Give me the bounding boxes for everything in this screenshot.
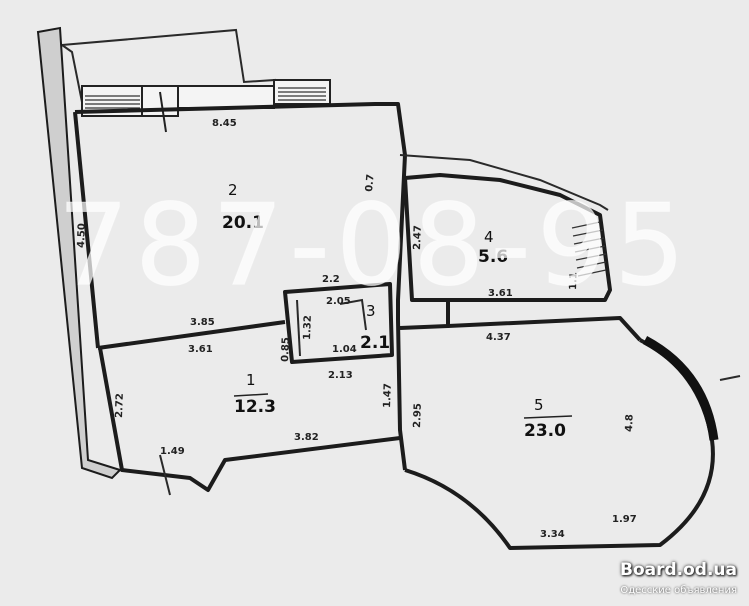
dim-room4-bottom: 3.61 <box>488 288 513 299</box>
dim-room5-left: 2.95 <box>412 403 424 428</box>
dim-room1-top-b: 3.61 <box>188 344 213 355</box>
room3-door-mark <box>339 298 367 331</box>
site-subtitle: Одесские объявления <box>620 585 737 596</box>
room4-number: 4 <box>484 228 494 246</box>
dim-room4-bottom-b: 4.37 <box>486 332 511 343</box>
room1-walls <box>98 347 401 492</box>
dim-room4-left: 2.47 <box>412 225 424 250</box>
room4-area: 5.6 <box>478 247 508 267</box>
dim-room1-right: 1.47 <box>382 383 394 408</box>
outer-wall-main <box>74 102 407 471</box>
dim-room1-bottom: 3.82 <box>294 432 319 443</box>
dim-room4-right: 1.1 <box>568 272 580 290</box>
room1-number: 1 <box>246 371 256 389</box>
room1-door-mark <box>159 454 171 496</box>
room3-area: 2.1 <box>360 333 390 353</box>
room5-number: 5 <box>534 396 544 414</box>
room4-hatch <box>571 221 607 277</box>
dim-corridor-top: 2.2 <box>322 274 340 285</box>
dim-room1-corner: 1.49 <box>160 446 185 457</box>
room5-area: 23.0 <box>524 421 566 441</box>
room1-area: 12.3 <box>234 397 276 417</box>
dim-room3-left-b: 0.85 <box>280 337 292 362</box>
room2-number: 2 <box>228 181 238 199</box>
dim-room3-bottom: 1.04 <box>332 344 357 355</box>
dim-corridor-sub: 2.05 <box>326 296 351 307</box>
room5-top-wall <box>447 316 642 342</box>
dim-room5-bottom-a: 3.34 <box>540 529 565 540</box>
closet-walls <box>399 302 450 330</box>
dim-room3-left: 1.32 <box>302 315 314 340</box>
dim-top-width: 8.45 <box>212 118 237 129</box>
dim-room1-left: 2.72 <box>114 393 126 418</box>
room1-top-wall <box>97 320 286 350</box>
room3-inner-wall <box>296 299 301 357</box>
site-watermark: Board.od.ua <box>620 560 737 580</box>
dim-left-height: 4.50 <box>76 223 88 248</box>
room2-area: 20.1 <box>222 213 264 233</box>
dim-room5-right: 4.8 <box>624 414 636 432</box>
dim-room2-right: 0.7 <box>364 174 377 193</box>
room5-divider <box>523 415 573 419</box>
room2-left-wall <box>73 111 100 349</box>
room5-dim-line <box>719 375 741 381</box>
dim-room5-bottom-b: 1.97 <box>612 514 637 525</box>
room4-outer-arc <box>399 154 609 211</box>
room5-curved-wall <box>404 338 715 550</box>
room3-walls <box>283 282 394 364</box>
room1-divider <box>233 393 269 397</box>
room3-number: 3 <box>366 302 376 320</box>
dim-room3-bottom-b: 2.13 <box>328 370 353 381</box>
dim-room1-top-a: 3.85 <box>190 317 215 328</box>
room5-window-arc <box>642 336 719 441</box>
room4-walls <box>403 173 612 302</box>
